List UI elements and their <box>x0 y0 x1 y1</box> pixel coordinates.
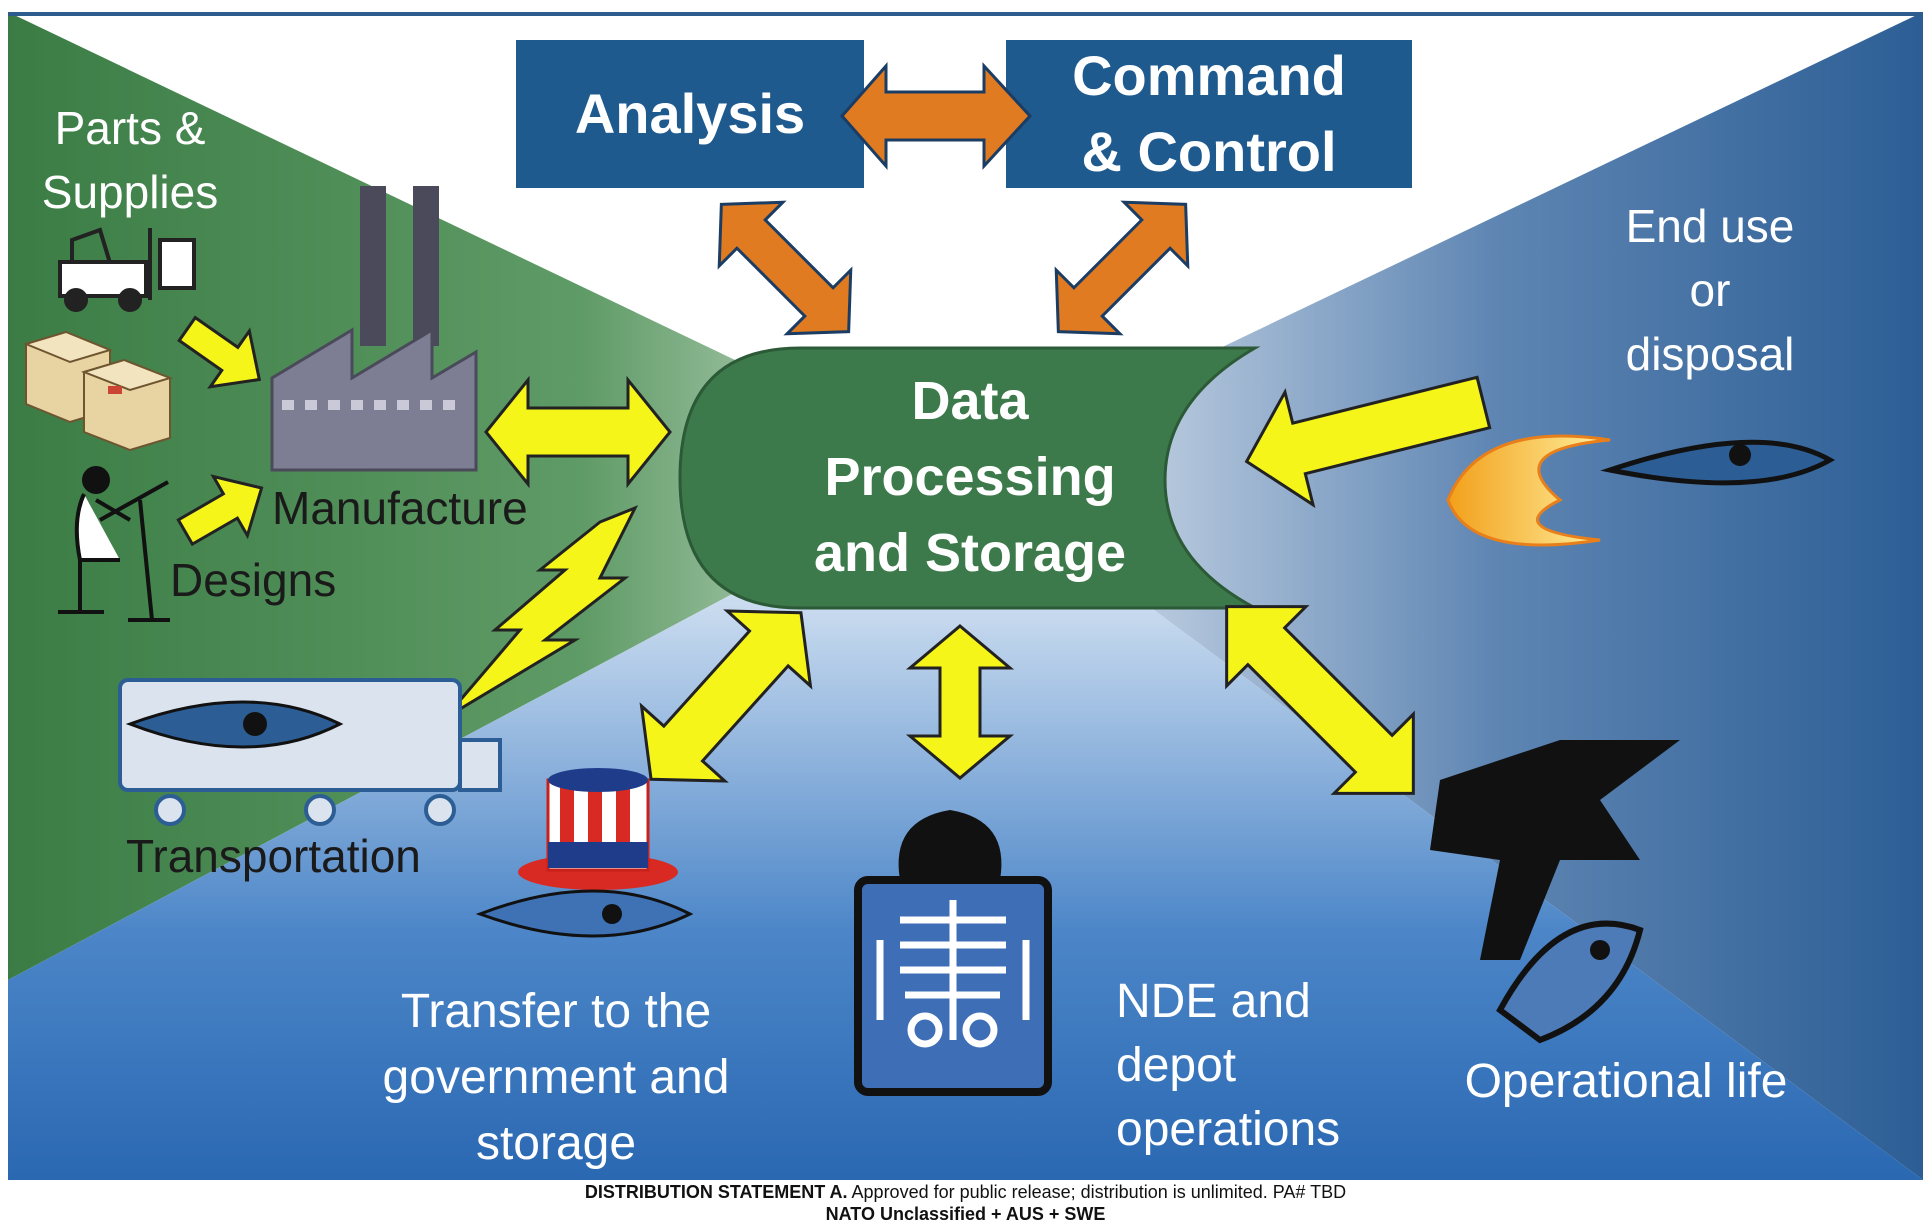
truck-icon <box>118 678 502 826</box>
yellow-arrow-end-use <box>1244 375 1492 509</box>
analysis-box <box>516 40 864 188</box>
end-use-label-line1: End use <box>1625 200 1795 252</box>
parts-label-line1: Parts & <box>54 102 206 154</box>
command-label-line2: & Control <box>1081 120 1337 183</box>
transfer-label-line3: storage <box>475 1117 637 1170</box>
factory-icon <box>270 186 478 472</box>
orange-arrow-analysis-center <box>717 200 853 336</box>
parts-label-line2: Supplies <box>41 166 219 218</box>
center-label-line2: Processing <box>824 447 1116 507</box>
analysis-label: Analysis <box>574 82 806 145</box>
data-storage-shape <box>678 346 1261 610</box>
distribution-statement-rest: Approved for public release; distributio… <box>847 1182 1347 1202</box>
right-region <box>965 12 1923 1180</box>
nde-label-line1: NDE and <box>1116 975 1311 1028</box>
yellow-arrow-transfer <box>639 609 813 783</box>
yellow-arrow-manufacture <box>484 375 672 489</box>
rocket-with-flame-icon <box>1446 434 1836 547</box>
jet-icon <box>1430 740 1680 1044</box>
center-label-line1: Data <box>911 371 1029 431</box>
orange-arrow-analysis-command <box>840 62 1033 170</box>
nde-label-line3: operations <box>1116 1103 1341 1156</box>
yellow-arrow-operational <box>1225 605 1415 795</box>
operational-label: Operational life <box>1464 1055 1788 1108</box>
nde-label-line2: depot <box>1116 1039 1237 1092</box>
footer-band <box>8 1180 1923 1227</box>
command-box <box>1006 40 1412 188</box>
distribution-statement-bold: DISTRIBUTION STATEMENT A. <box>584 1182 848 1202</box>
xray-missile-icon <box>854 810 1052 1096</box>
transfer-label-line1: Transfer to the <box>400 985 712 1038</box>
end-use-label-line2: or <box>1689 264 1731 316</box>
command-label-line1: Command <box>1072 44 1346 107</box>
orange-arrow-command-center <box>1054 200 1190 336</box>
distribution-statement: DISTRIBUTION STATEMENT A. Approved for p… <box>0 1182 1931 1203</box>
transfer-label-line2: government and <box>382 1051 730 1104</box>
center-label-line3: and Storage <box>813 523 1127 583</box>
yellow-arrow-nde <box>905 624 1015 780</box>
designer-icon <box>58 466 170 622</box>
end-use-label-line3: disposal <box>1625 328 1795 380</box>
yellow-arrow-designs <box>176 474 264 547</box>
transportation-label: Transportation <box>126 830 421 882</box>
classification-marking: NATO Unclassified + AUS + SWE <box>825 1204 1106 1224</box>
yellow-arrow-parts <box>177 315 262 389</box>
forklift-icon <box>58 227 196 312</box>
uncle-sam-hat-icon <box>475 768 694 938</box>
boxes-icon <box>23 330 174 452</box>
manufacture-label: Manufacture <box>272 482 528 534</box>
lightning-transportation <box>443 505 639 720</box>
designs-label: Designs <box>170 554 337 606</box>
